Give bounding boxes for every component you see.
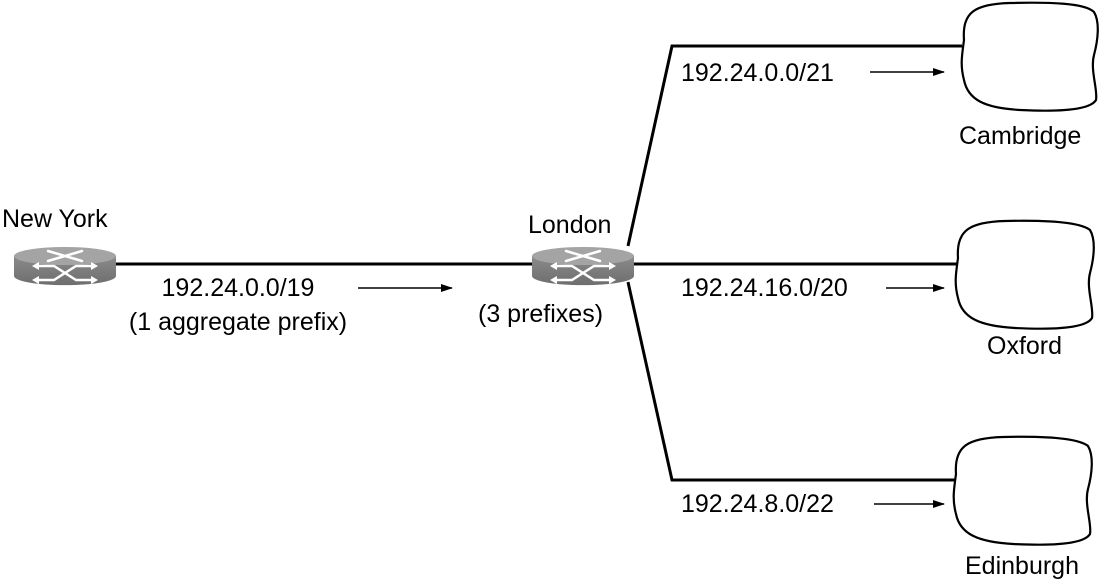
link-prefix-label: 192.24.8.0/22 [681, 490, 834, 518]
router-sublabel-london: (3 prefixes) [478, 300, 604, 328]
network-cloud-icon [954, 219, 1095, 330]
network-label-edinburgh: Edinburgh [965, 552, 1079, 580]
network-cloud-icon [960, 1, 1099, 112]
router-label-london: London [528, 211, 612, 239]
link-note-label: (1 aggregate prefix) [128, 308, 348, 336]
network-label-oxford: Oxford [987, 332, 1063, 360]
link-prefix-label: 192.24.0.0/21 [681, 59, 834, 87]
link-prefix-label: 192.24.0.0/19 [161, 274, 315, 302]
router-icon [532, 247, 634, 286]
link-london-edinburgh [626, 281, 956, 482]
network-label-cambridge: Cambridge [959, 122, 1082, 150]
link-prefix-label: 192.24.16.0/20 [681, 274, 848, 302]
network-cloud-icon [952, 435, 1093, 546]
router-icon [14, 247, 116, 286]
router-label-new-york: New York [2, 205, 108, 233]
link-london-cambridge [626, 44, 962, 247]
